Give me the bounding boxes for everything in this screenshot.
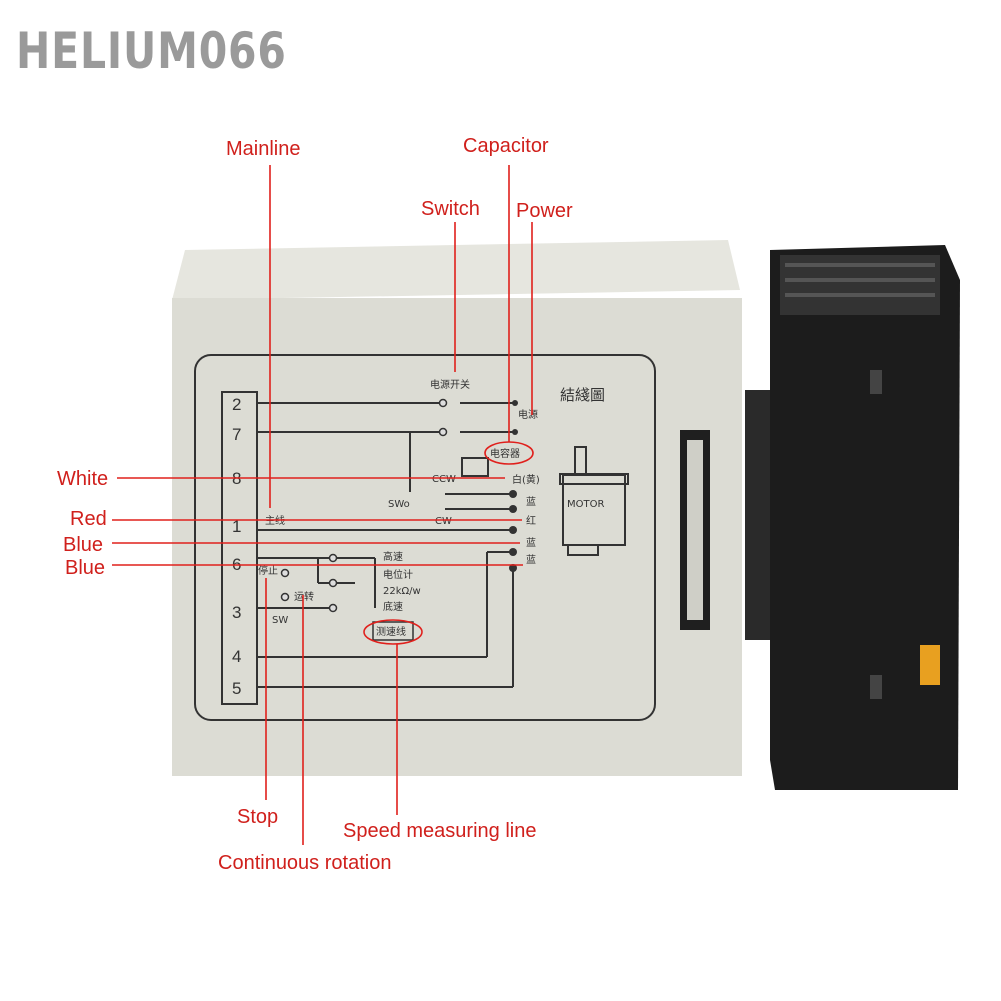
watermark: HELIUM066	[16, 22, 287, 80]
din-socket	[745, 245, 960, 790]
white-yellow-label: 白(黄)	[512, 473, 540, 486]
speed-line-label: 测速线	[376, 625, 406, 638]
annotation-speed-line: Speed measuring line	[343, 820, 536, 842]
annotation-switch: Switch	[421, 198, 480, 220]
power-label: 电源	[518, 408, 538, 421]
annotation-capacitor: Capacitor	[463, 135, 549, 157]
stop-label: 停止	[258, 564, 278, 577]
pot-value-label: 22kΩ/w	[383, 586, 421, 597]
annotation-stop: Stop	[237, 806, 278, 828]
capacitor-label: 电容器	[490, 447, 520, 460]
blue-label: 蓝	[526, 537, 536, 549]
ccw-label: CCW	[432, 474, 456, 485]
low-speed-label: 底速	[383, 600, 403, 613]
wiring-schematic: 2 7 8 1 6 3 4 5 結綫圖 电源开关 电源 电容器 CCW CW S…	[221, 378, 629, 705]
annotation-power: Power	[516, 200, 573, 222]
run-label: 运转	[294, 590, 314, 603]
pin-label: 7	[232, 425, 241, 444]
blue-label: 蓝	[526, 496, 536, 508]
pin-label: 4	[232, 647, 241, 666]
blue-label: 蓝	[526, 554, 536, 566]
potentiometer-label: 电位计	[383, 568, 413, 581]
cw-label: CW	[435, 516, 452, 527]
panel-title: 結綫圖	[560, 386, 605, 404]
annotations: Mainline Capacitor Switch Power White Re…	[57, 135, 573, 874]
annotation-white: White	[57, 468, 108, 490]
annotation-red: Red	[70, 508, 107, 530]
annotation-continuous: Continuous rotation	[218, 852, 391, 874]
pin-label: 2	[232, 395, 241, 414]
controller-body	[172, 240, 742, 776]
red-label: 红	[526, 514, 536, 527]
pin-label: 1	[232, 517, 241, 536]
annotation-blue: Blue	[65, 557, 105, 579]
sw-label: SW	[272, 615, 288, 626]
swo-label: SWo	[388, 499, 410, 510]
pin-label: 5	[232, 679, 241, 698]
power-switch-label: 电源开关	[430, 378, 470, 391]
motor-label: MOTOR	[567, 499, 604, 510]
annotation-blue: Blue	[63, 534, 103, 556]
high-speed-label: 高速	[383, 550, 403, 563]
annotation-mainline: Mainline	[226, 138, 300, 160]
pin-label: 3	[232, 603, 241, 622]
